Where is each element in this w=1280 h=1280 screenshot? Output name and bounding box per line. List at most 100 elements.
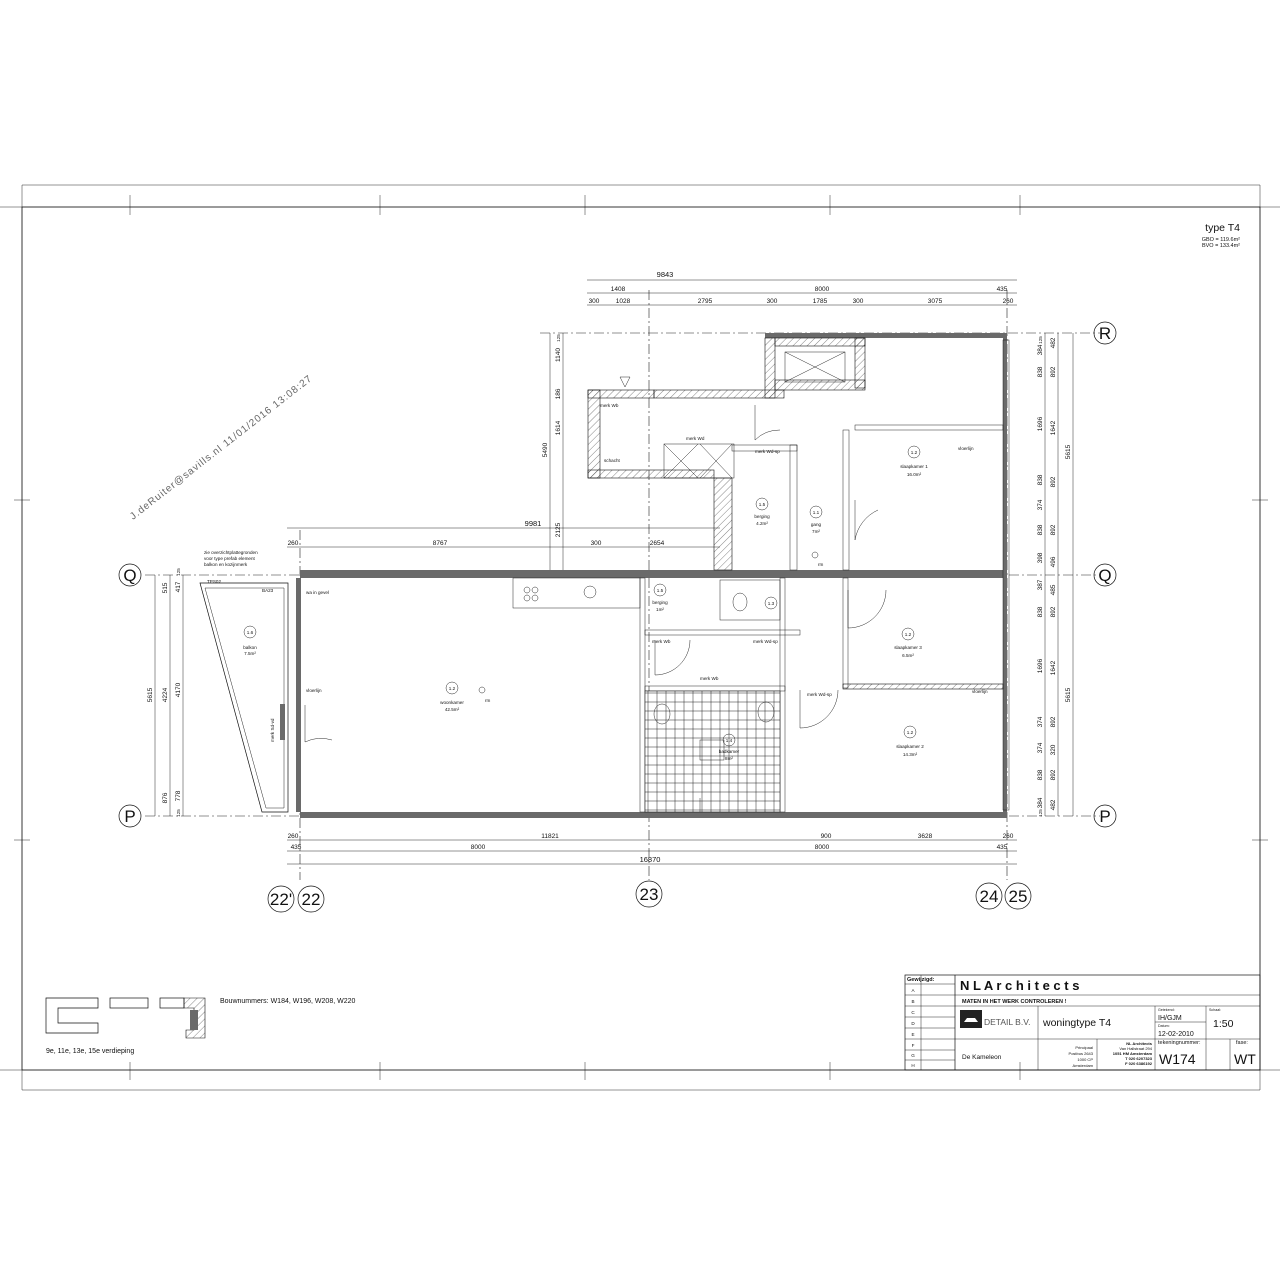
tb-woningtype: woningtype T4	[1042, 1017, 1111, 1029]
note-overzicht-1: zie overzichtplattegronden	[204, 550, 258, 555]
tb-schaal-label: Schaal:	[1209, 1008, 1221, 1012]
dim-r-a4: 838	[1037, 474, 1044, 485]
dim-r-a8: 838	[1037, 524, 1044, 535]
wall-slaap1-top	[854, 424, 1004, 431]
walls	[296, 333, 1010, 818]
tb-opdr-1: Postbus 2643	[1069, 1051, 1094, 1056]
room-area-badkamer: 8m²	[725, 756, 733, 761]
wall-top-r	[765, 333, 1007, 338]
tb-opdr-3: Amsterdam	[1073, 1063, 1094, 1068]
wall-hatched-e	[764, 337, 776, 399]
dim-top-260: 260	[1003, 298, 1014, 305]
kitchen-counter	[512, 577, 641, 609]
room-area-slaap3: 6.5m²	[902, 653, 914, 658]
toilet-room	[719, 579, 781, 621]
grid-bubble-22	[297, 885, 325, 913]
tb-getekend-label: Getekend:	[1158, 1008, 1175, 1012]
room-area-slaap2: 14.3m²	[903, 752, 918, 757]
dim-r-1696: 1696	[1037, 658, 1044, 673]
level-marker	[619, 376, 631, 388]
tb-tekeningnummer-label: tekeningnummer:	[1158, 1040, 1201, 1046]
dim-r-a12: 374	[1037, 742, 1044, 753]
dim-bot-435b: 435	[997, 844, 1008, 851]
room-name-balkon: balkon	[243, 645, 257, 650]
room-num-gang: 1.1	[813, 510, 820, 515]
dim-r-a5: 384	[1037, 797, 1044, 808]
wall-berging-right	[789, 444, 798, 571]
detail-logo-icon	[964, 1018, 978, 1022]
tb-opdr-0: Principaal	[1075, 1045, 1093, 1050]
grid-bubbles: R Q P Q P 22' 22 23 24 25	[118, 321, 1117, 913]
wall-gang-right	[842, 429, 850, 571]
keyplan-verdieping: 9e, 11e, 13e, 15e verdieping	[46, 1048, 134, 1055]
tb-adres-0: NL Architects	[1126, 1041, 1153, 1046]
grid-label-25: 25	[1009, 887, 1028, 906]
gbo-area: GBO = 119.6m²	[1202, 237, 1240, 243]
facade-frames	[1002, 339, 1010, 811]
dim-left-515: 515	[162, 582, 169, 593]
dim-left-4170: 4170	[175, 682, 182, 697]
grid-bubble-23	[635, 880, 663, 908]
tb-opdr-2: 1000 CP	[1077, 1057, 1093, 1062]
room-num-badkamer: 1.4	[726, 738, 733, 743]
note-tps: TPS02	[207, 579, 221, 584]
tb-row-f: F	[912, 1043, 915, 1048]
dim-top-1785: 1785	[813, 298, 828, 305]
key-plan: 9e, 11e, 13e, 15e verdieping Bouwnummers…	[45, 997, 355, 1055]
dim-r-5615a: 5615	[1065, 444, 1072, 459]
wall-slaap3-left	[842, 577, 849, 689]
dim-bot-8000a: 8000	[471, 844, 486, 851]
room-num-balkon: 1.6	[247, 630, 254, 635]
dim-left-778: 778	[175, 790, 182, 801]
dim-top-300c: 300	[853, 298, 864, 305]
dim-top-3075: 3075	[928, 298, 943, 305]
room-num-slaap2: 1.2	[907, 730, 914, 735]
dim-left-5615: 5615	[147, 687, 154, 702]
dim-top-300b: 300	[767, 298, 778, 305]
title-block: Gewijzigd: A B C D E F G H N L A r c h i…	[904, 974, 1261, 1071]
dim-8000-top: 8000	[815, 286, 830, 293]
dim-r-b9: 1642	[1050, 660, 1057, 675]
wall-axis-p	[300, 812, 1007, 818]
dim-186: 186	[555, 388, 562, 399]
tb-architect: N L A r c h i t e c t s	[960, 978, 1079, 993]
dim-mid-300: 300	[591, 540, 602, 547]
grid-label-p-left: P	[124, 807, 135, 826]
note-schacht: schacht	[604, 458, 621, 463]
grid-label-22: 22	[302, 890, 321, 909]
room-area-woonkamer: 42.5m²	[445, 707, 460, 712]
dim-r-a1: 384	[1037, 344, 1044, 355]
dim-2654: 2654	[650, 540, 665, 547]
tb-gewijzigd: Gewijzigd:	[907, 977, 935, 983]
doors	[304, 405, 887, 812]
dim-435-top: 435	[997, 286, 1008, 293]
grid-bubble-25	[1004, 882, 1032, 910]
note-merk-wdsp-2: merk Wd-sp	[753, 639, 778, 644]
dim-r-5615b: 5615	[1065, 687, 1072, 702]
dim-bot-8000b: 8000	[815, 844, 830, 851]
shaft	[663, 443, 735, 479]
tb-row-a: A	[911, 988, 915, 993]
right-dimensions: 125 384 838 1696 838 374 838 398 387 838…	[1037, 333, 1074, 817]
dim-r-a0: 125	[1038, 336, 1043, 344]
dim-r-a6: 398	[1037, 552, 1044, 563]
dim-1140: 1140	[555, 348, 562, 362]
room-name-berging2: berging	[652, 600, 668, 605]
room-name-gang: gang	[811, 522, 822, 527]
note-vloerlijn-1: vloerlijn	[306, 688, 322, 693]
bath-toilet	[653, 703, 671, 725]
dim-r-a13: 838	[1037, 769, 1044, 780]
mid-dimensions: 9981 260 8767 300 2654 5490 2125 1140 18…	[287, 333, 720, 575]
grid-label-r: R	[1099, 324, 1111, 343]
room-num-woonkamer: 1.2	[449, 686, 456, 691]
dim-r-b2: 892	[1050, 476, 1057, 487]
dim-11821: 11821	[541, 833, 559, 840]
wall-mid-right	[779, 577, 786, 813]
note-vloerlijn-3: vloerlijn	[972, 689, 988, 694]
room-name-slaap2: slaapkamer 2	[896, 744, 924, 749]
dim-top-2795: 2795	[698, 298, 713, 305]
annotations: zie overzichtplattegronden voor type pre…	[204, 376, 988, 742]
wall-hatched-c	[587, 469, 715, 479]
note-merk-wdsp-1: merk Wd-sp	[755, 449, 780, 454]
note-vloerlijn-2: vloerlijn	[958, 446, 974, 451]
